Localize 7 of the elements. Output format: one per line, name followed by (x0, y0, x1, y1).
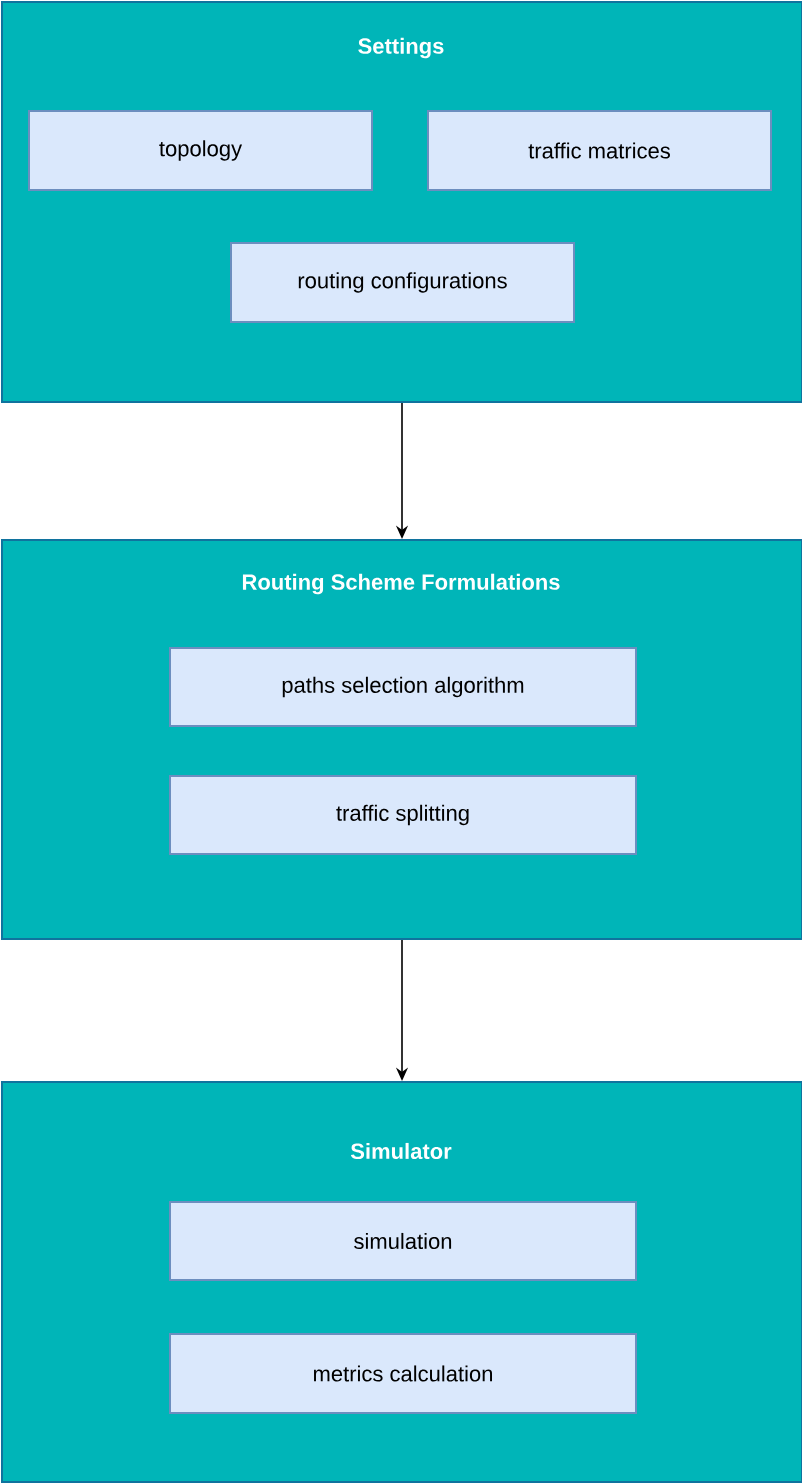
process-box: simulation (169, 1201, 637, 1281)
process-box: paths selection algorithm (169, 647, 637, 727)
process-box: topology (28, 110, 373, 191)
process-box: traffic matrices (427, 110, 772, 191)
process-box: routing configurations (230, 242, 575, 323)
process-box: traffic splitting (169, 775, 637, 855)
process-box: metrics calculation (169, 1333, 637, 1414)
